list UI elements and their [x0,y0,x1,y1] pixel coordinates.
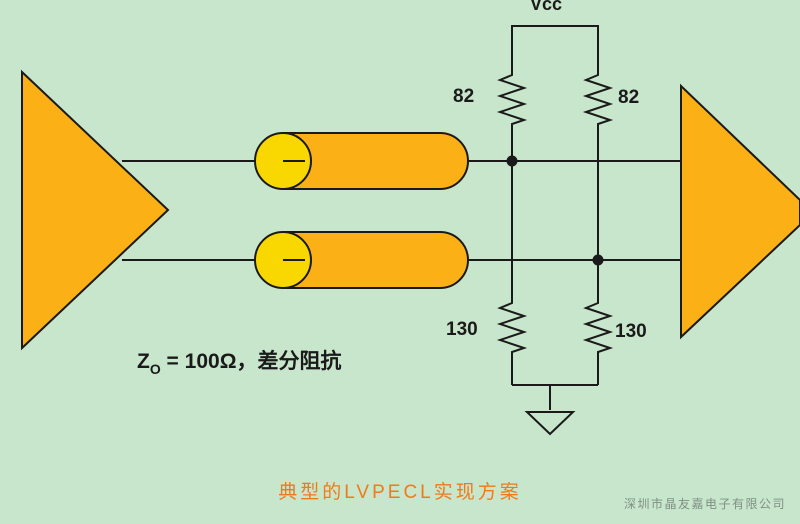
resistor-bottom-left [496,161,528,385]
r-bottom-left-label: 130 [446,319,478,340]
junction-bottom [592,254,604,266]
ground-symbol [524,411,576,436]
r-top-left-label: 82 [453,86,474,107]
resistor-top-left [496,70,528,161]
r-bottom-right-label: 130 [615,321,647,342]
company-credit: 深圳市晶友嘉电子有限公司 [623,497,786,511]
resistor-top-right [582,70,614,260]
vcc-rail [511,25,599,70]
junction-top [506,155,518,167]
resistor-bottom-right [582,260,614,385]
r-top-right-label: 82 [618,87,639,108]
impedance-label: ZO = 100Ω，差分阻抗 [137,349,342,377]
coax-cable-bottom [254,231,469,289]
receiver-buffer [680,83,800,340]
figure-caption: 典型的LVPECL实现方案 [278,482,522,503]
driver-buffer [21,69,170,351]
vcc-label: Vcc [530,0,562,14]
coax-cable-top [254,132,469,190]
